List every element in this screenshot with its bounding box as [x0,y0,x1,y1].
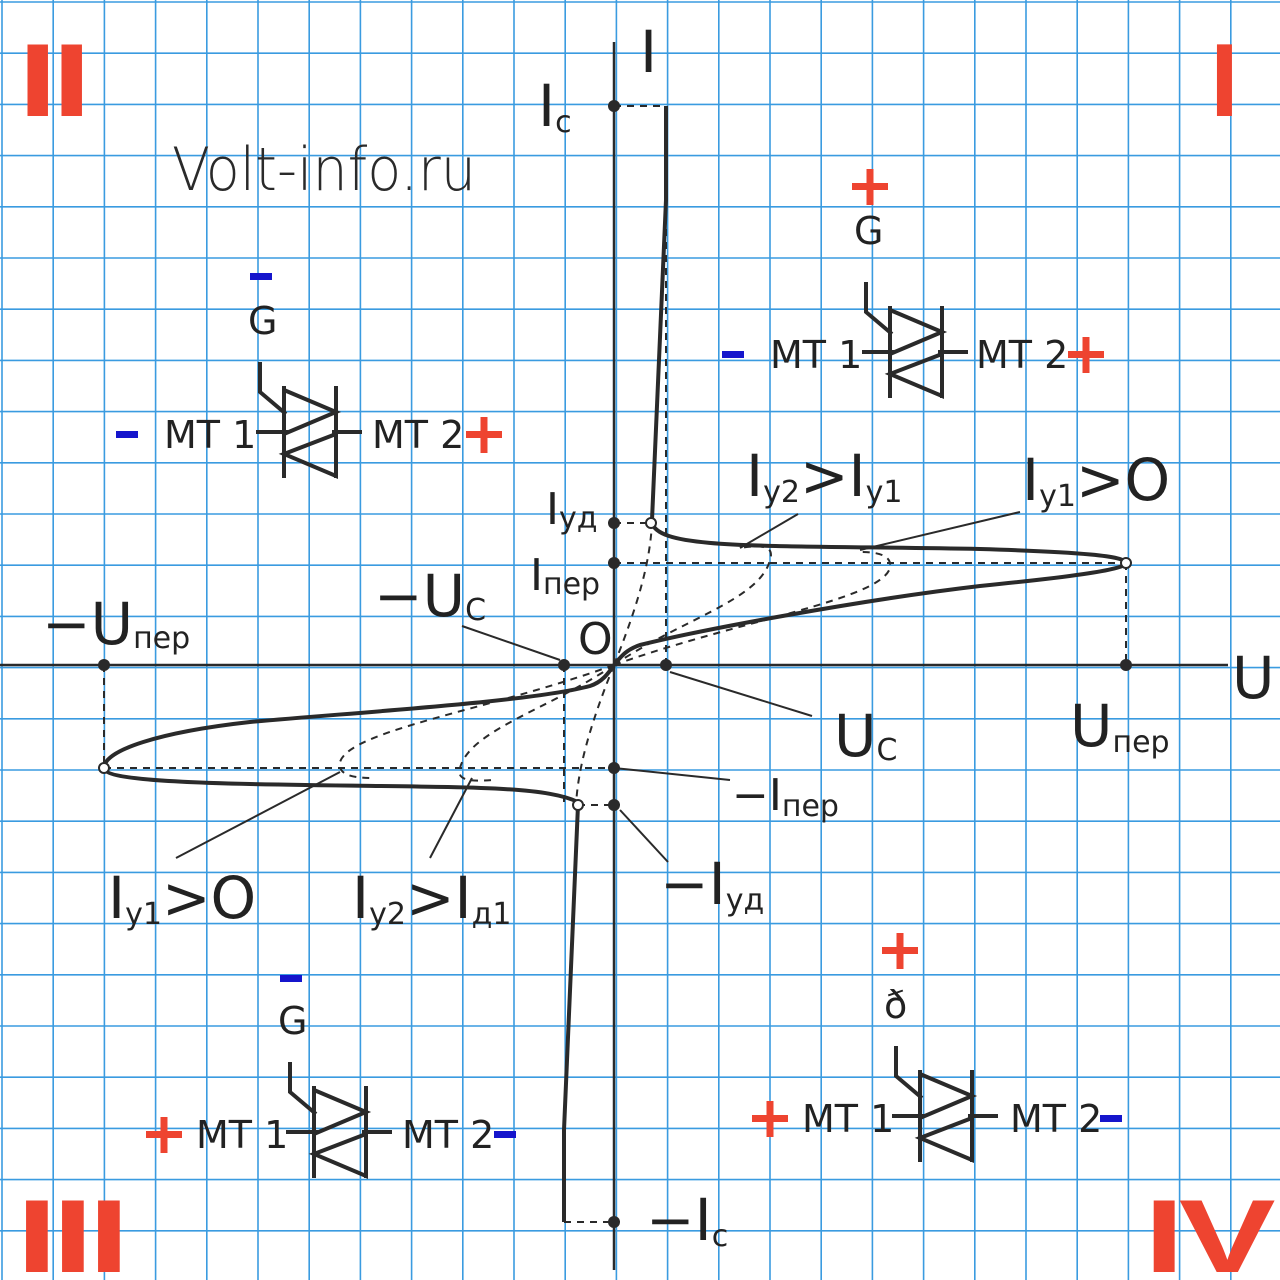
label-uper: Uпер [1070,692,1170,760]
gate-polarity [280,975,302,982]
iv-curve [101,106,1129,1222]
mt2-polarity [1100,1115,1122,1122]
point-neg-iud [608,799,620,811]
gate-label: G [248,299,277,343]
point-neg-iper [608,762,620,774]
triac-triangle-rev [278,431,338,480]
label-iud: Iуд [546,484,597,536]
gate-polarity [250,273,272,280]
label-q1-iy2-gt-iy1: Iу2>Iу1 [746,442,903,510]
point-breakover-right [1120,557,1132,569]
label-neg-ic: −Ic [646,1186,728,1254]
label-q1-iy1-gt-0: Iу1>O [1022,446,1170,514]
watermark: Volt-info.ru [172,135,476,205]
mt1-polarity [722,351,744,358]
mt2-label: MT 2 [976,333,1068,377]
mt1-polarity [752,1101,788,1137]
axes [0,42,1228,1270]
triac-q1: G MT 1 MT 2 [722,169,1104,400]
mt1-label: MT 1 [164,413,256,457]
point-ic [608,100,620,112]
quadrant-label-ii: II [18,23,86,139]
label-neg-iud: −Iуд [660,850,764,918]
curve-upper-conducting [650,106,668,521]
origin-label: O [578,614,613,665]
gate-label: G [854,209,883,253]
mt1-label: MT 1 [196,1113,288,1157]
leader-lines [175,511,1021,863]
point-uper [1120,659,1132,671]
point-uc [660,659,672,671]
quadrant-label-iii: III [16,1179,124,1280]
point-neg-ic [608,1216,620,1228]
label-iper: Iпер [530,550,600,602]
mt1-label: MT 1 [802,1097,894,1141]
label-neg-iper: −Iпер [732,770,839,824]
triac-q3: G MT 1 MT 2 [146,975,516,1180]
mt2-polarity [466,417,502,453]
label-uc: UC [834,702,897,770]
point-iper [608,557,620,569]
gate-label: G [278,999,307,1043]
mt2-label: MT 2 [402,1113,494,1157]
mt1-label: MT 1 [770,333,862,377]
gate-lead [258,362,288,416]
point-breakover-upper [645,517,657,529]
triac-triangle-rev [308,1131,368,1180]
point-iud [608,517,620,529]
triac-triangle-rev [914,1115,974,1164]
gate-polarity [882,933,918,969]
label-q3-iy2-gt-id1: Iу2>Iд1 [352,864,512,932]
label-q3-iy1-gt-0: Iу1>O [108,864,256,932]
label-neg-uper: −Uпер [42,590,190,658]
mt2-label: MT 2 [372,413,464,457]
gate-lead [288,1062,318,1116]
point-neg-uper [98,659,110,671]
gate-label: ð [884,983,907,1027]
curve-upper-blocking [612,522,1129,667]
triac-q2: G MT 1 MT 2 [116,273,502,480]
markers [98,100,1132,1228]
point-neg-uc [558,659,570,671]
triac-q4: ð MT 1 MT 2 [752,933,1122,1164]
current-axis-label: I [640,18,657,86]
mt1-polarity [146,1117,182,1153]
triac-triangle-fwd [888,306,948,358]
curve-lower-blocking [101,663,616,804]
triac-triangle-rev [884,351,944,400]
gate-lead [894,1046,924,1100]
quadrant-label-iv: IV [1144,1179,1275,1280]
quadrant-label-i: I [1210,23,1235,139]
voltage-axis-label: U [1232,644,1274,712]
label-ic: Ic [538,72,572,140]
curve-lower-conducting [562,804,580,1222]
triac-symbols: G MT 1 MT 2 G MT 1 MT 2 G MT 1 MT 2 ð MT 1 MT 2 [116,169,1122,1180]
mt2-polarity [494,1131,516,1138]
point-breakover-lower [572,799,584,811]
mt2-polarity [1068,337,1104,373]
point-breakover-left [98,762,110,774]
label-neg-uc: −UC [374,562,486,630]
gate-lead [864,282,894,336]
mt1-polarity [116,431,138,438]
mt2-label: MT 2 [1010,1097,1102,1141]
triac-triangle-fwd [312,1086,372,1138]
gate-polarity [852,169,888,205]
triac-triangle-fwd [918,1070,978,1122]
